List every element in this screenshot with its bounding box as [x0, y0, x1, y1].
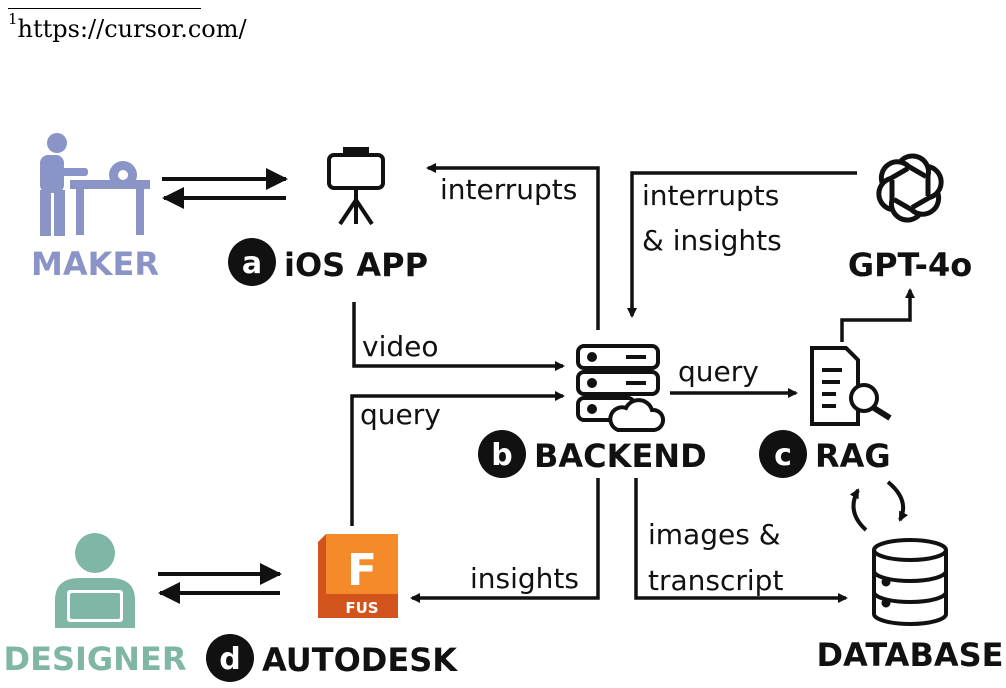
sync-arrows-icon [849, 480, 909, 532]
database-label: DATABASE [816, 636, 1003, 674]
footnote: 1https://cursor.com/ [8, 10, 247, 43]
footnote-url: https://cursor.com/ [17, 15, 247, 43]
query-backend-label: query [360, 398, 441, 431]
autodesk-label: AUTODESK [262, 641, 458, 679]
designer-label: DESIGNER [4, 640, 187, 678]
interrupts-insights-label-2: & insights [642, 224, 782, 257]
document-search-icon [810, 346, 892, 426]
fusion-logo-icon: F FUS [318, 534, 398, 618]
badge-b: b [478, 430, 526, 478]
query-rag-label: query [678, 355, 759, 388]
badge-c-letter: c [774, 438, 792, 473]
badge-a: a [228, 238, 276, 286]
fusion-logo-letter: F [347, 545, 377, 596]
openai-logo-icon [876, 153, 944, 223]
autodesk-to-backend-query-arrow [350, 391, 565, 526]
backend-to-ios-interrupts-arrow [426, 163, 600, 330]
footnote-marker: 1 [8, 10, 18, 28]
badge-a-letter: a [242, 246, 262, 281]
ios-to-backend-video-arrow [352, 302, 565, 371]
interrupts-label: interrupts [440, 173, 577, 206]
designer-icon [55, 533, 135, 628]
gpt-to-backend-arrow [627, 171, 857, 318]
badge-d: d [206, 634, 254, 682]
footnote-rule [8, 8, 201, 9]
maker-icon [40, 133, 150, 236]
database-icon [872, 538, 948, 626]
ios-app-label: iOS APP [284, 246, 428, 284]
maker-label: MAKER [31, 245, 159, 283]
badge-b-letter: b [491, 438, 512, 473]
fusion-logo-tag: FUS [345, 599, 378, 617]
backend-to-database-arrow [634, 478, 848, 603]
tripod-camera-icon [327, 147, 385, 226]
badge-c: c [759, 430, 807, 478]
server-cloud-icon [576, 344, 665, 432]
images-label-2: transcript [648, 564, 783, 597]
insights-label: insights [470, 562, 579, 595]
badge-d-letter: d [219, 642, 240, 677]
interrupts-insights-label-1: interrupts [642, 179, 779, 212]
backend-to-autodesk-insights-arrow [410, 478, 600, 603]
gpt-label: GPT-4o [848, 246, 972, 284]
video-label: video [362, 330, 438, 363]
images-label-1: images & [648, 518, 781, 551]
rag-to-gpt-arrow [840, 288, 915, 342]
rag-label: RAG [815, 437, 891, 475]
backend-label: BACKEND [534, 437, 707, 475]
